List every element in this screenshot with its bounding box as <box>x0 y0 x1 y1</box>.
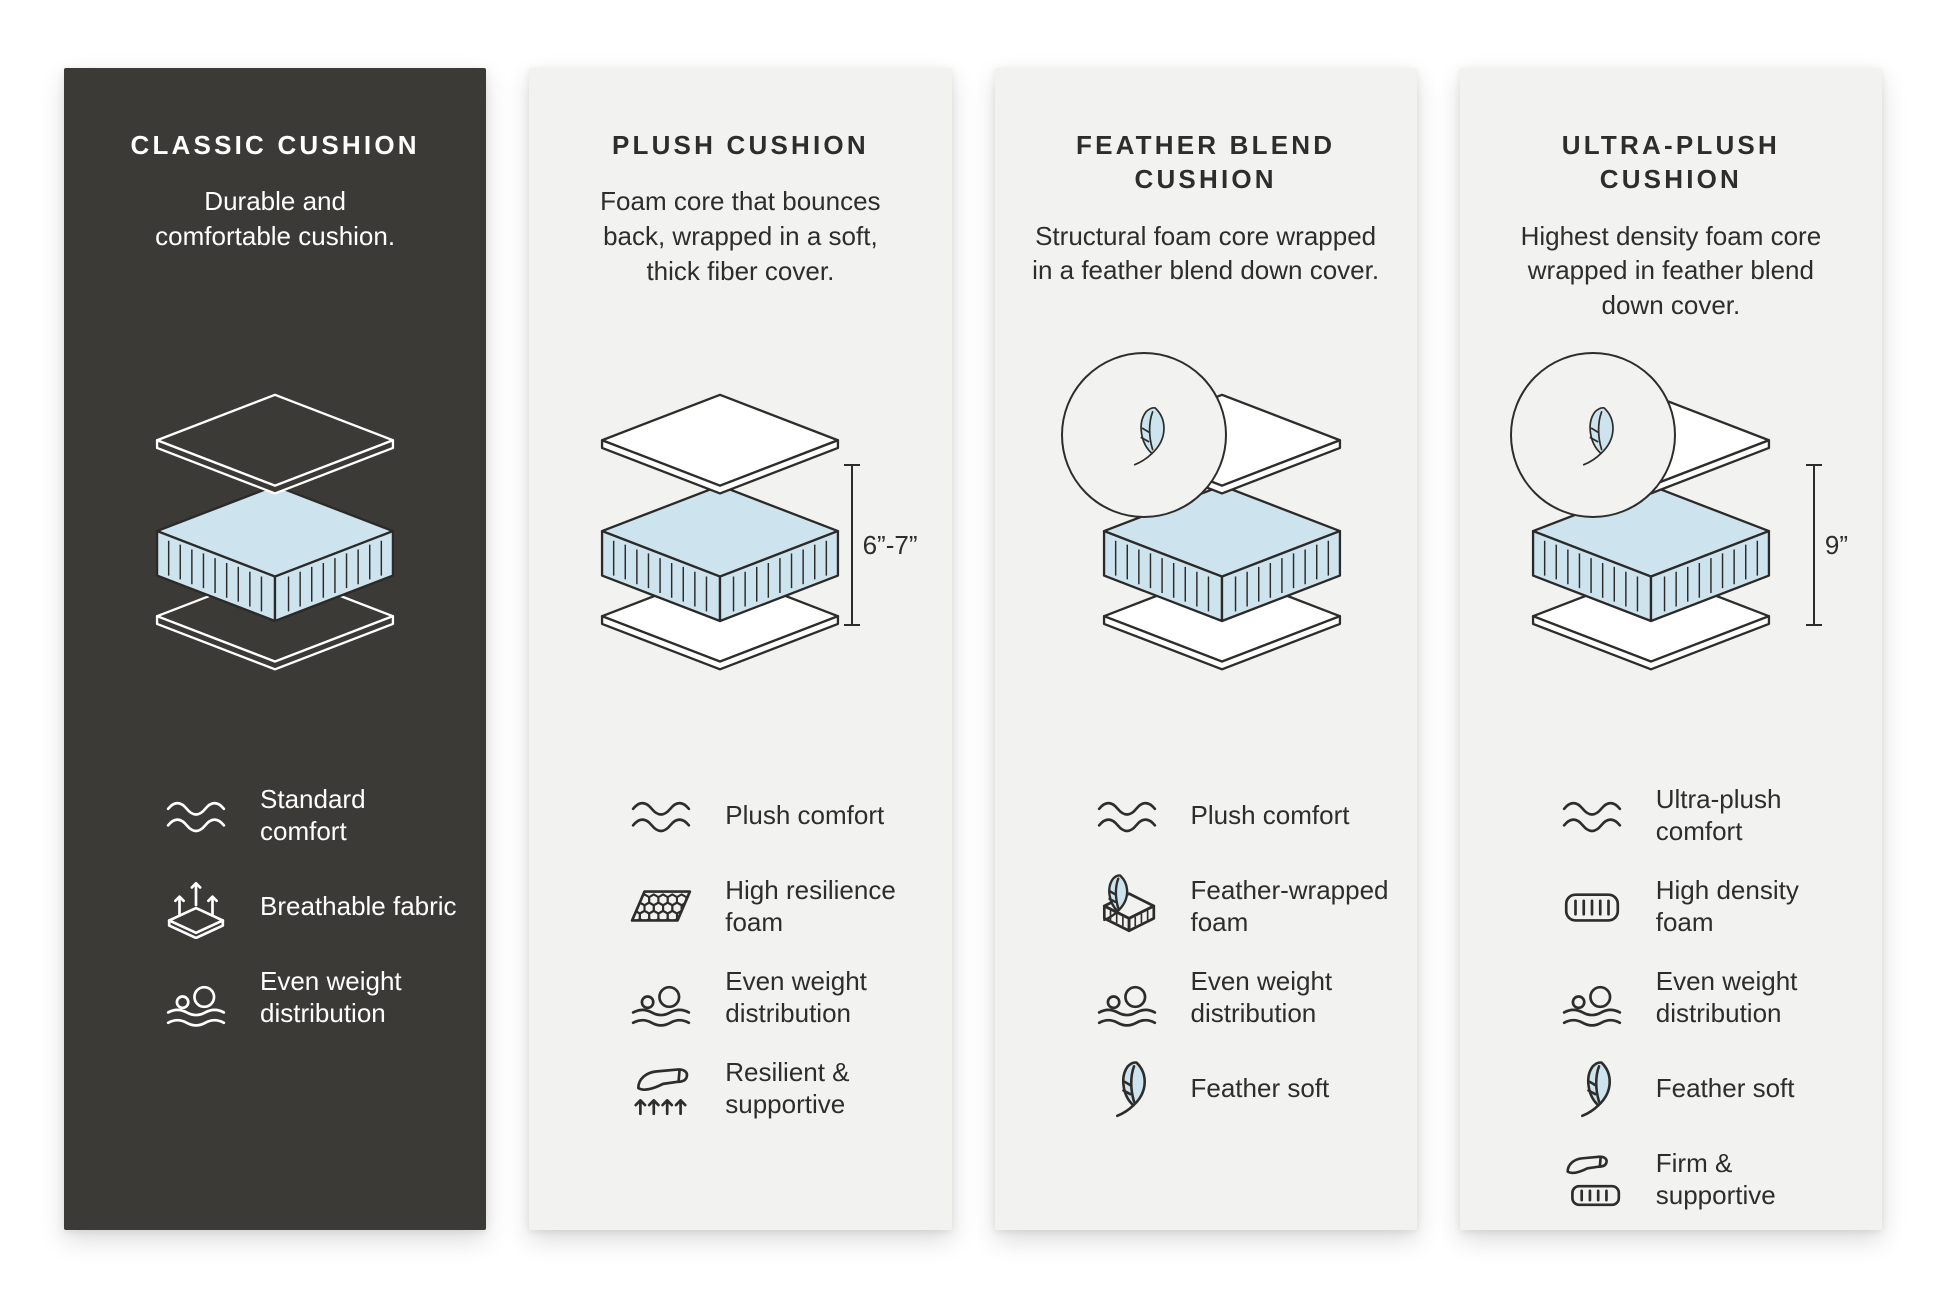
even-weight-icon <box>627 964 695 1030</box>
feature-label: Ultra-plush comfort <box>1655 783 1782 847</box>
feature-label: Standard comfort <box>260 783 366 847</box>
feather-icon <box>1133 406 1165 466</box>
dimension-indicator: 6”-7” <box>843 464 918 626</box>
even-weight-icon <box>162 964 230 1030</box>
panel-title: CLASSIC CUSHION <box>130 130 420 160</box>
feature-row: Plush comfort <box>1093 782 1389 848</box>
breathable-fabric-icon <box>162 873 230 939</box>
dimension-line <box>843 464 860 626</box>
feature-row: Even weight distribution <box>162 964 458 1030</box>
feather-icon <box>1582 406 1614 466</box>
cushion-diagram: 9” <box>1488 348 1854 720</box>
hand-press-icon <box>627 1055 695 1121</box>
panel-title: PLUSH CUSHION <box>611 130 869 160</box>
panel-header: FEATHER BLEND CUSHION Structural foam co… <box>1023 128 1389 340</box>
feature-row: Standard comfort <box>162 782 458 848</box>
cushion-diagram: 6”-7” <box>557 348 923 720</box>
panel-header: ULTRA-PLUSH CUSHION Highest density foam… <box>1488 128 1854 340</box>
panel-classic-cushion: CLASSIC CUSHION Durable and comfortable … <box>64 68 487 1230</box>
waves-icon <box>627 782 695 848</box>
feature-label: Resilient & supportive <box>725 1056 850 1120</box>
waves-icon <box>162 782 230 848</box>
feather-icon <box>1093 1055 1161 1121</box>
panel-description: Structural foam core wrapped in a feathe… <box>1032 220 1380 286</box>
feature-label: High density foam <box>1655 874 1799 938</box>
feature-row: Even weight distribution <box>1093 964 1389 1030</box>
density-foam-icon <box>1558 873 1626 939</box>
cushion-diagram <box>1023 348 1389 720</box>
panel-title: ULTRA-PLUSH CUSHION <box>1561 130 1780 195</box>
panel-description: Durable and comfortable cushion. <box>155 186 396 252</box>
dimension-line <box>1805 464 1822 626</box>
feature-list: Plush comfort High resilience foam Even … <box>557 782 923 1121</box>
feature-row: Plush comfort <box>627 782 923 848</box>
hand-press-icon <box>1558 1146 1626 1212</box>
cushion-layers-illustration <box>565 389 875 679</box>
cushion-layers-illustration <box>120 389 430 679</box>
feature-label: Plush comfort <box>1190 799 1350 830</box>
feature-list: Plush comfort Feather-wrapped foam Even … <box>1023 782 1389 1121</box>
feather-badge <box>1509 352 1676 518</box>
feature-row: Even weight distribution <box>627 964 923 1030</box>
feature-label: Even weight distribution <box>1655 965 1798 1029</box>
feature-label: Plush comfort <box>725 799 885 830</box>
even-weight-icon <box>1558 964 1626 1030</box>
feature-list: Ultra-plush comfort High density foam Ev… <box>1488 782 1854 1212</box>
feature-row: Feather-wrapped foam <box>1093 873 1389 939</box>
feature-row: Breathable fabric <box>162 873 458 939</box>
feature-label: Even weight distribution <box>1190 965 1333 1029</box>
feather-foam-icon <box>1093 873 1161 939</box>
feature-row: Firm & supportive <box>1558 1146 1854 1212</box>
feature-row: Ultra-plush comfort <box>1558 782 1854 848</box>
feature-label: Firm & supportive <box>1655 1147 1776 1211</box>
honeycomb-foam-icon <box>627 873 695 939</box>
feature-label: Even weight distribution <box>260 965 402 1029</box>
waves-icon <box>1093 782 1161 848</box>
feature-row: Resilient & supportive <box>627 1055 923 1121</box>
panel-description: Foam core that bounces back, wrapped in … <box>600 186 881 286</box>
feature-row: Even weight distribution <box>1558 964 1854 1030</box>
dimension-label: 9” <box>1824 529 1848 560</box>
feature-row: Feather soft <box>1093 1055 1389 1121</box>
feature-label: Even weight distribution <box>725 965 867 1029</box>
even-weight-icon <box>1093 964 1161 1030</box>
cushion-diagram <box>92 348 458 720</box>
panel-header: PLUSH CUSHION Foam core that bounces bac… <box>557 128 923 340</box>
feature-label: Feather-wrapped foam <box>1190 874 1389 938</box>
feature-row: Feather soft <box>1558 1055 1854 1121</box>
dimension-indicator: 9” <box>1805 464 1848 626</box>
feature-label: Breathable fabric <box>260 890 457 921</box>
waves-icon <box>1558 782 1626 848</box>
feather-icon <box>1558 1055 1626 1121</box>
panel-feather-blend-cushion: FEATHER BLEND CUSHION Structural foam co… <box>994 68 1417 1230</box>
feature-row: High density foam <box>1558 873 1854 939</box>
dimension-label: 6”-7” <box>862 529 918 560</box>
panel-plush-cushion: PLUSH CUSHION Foam core that bounces bac… <box>529 68 952 1230</box>
feather-badge <box>1060 352 1227 518</box>
panel-title: FEATHER BLEND CUSHION <box>1076 130 1336 195</box>
feature-label: Feather soft <box>1655 1072 1795 1103</box>
panel-header: CLASSIC CUSHION Durable and comfortable … <box>92 128 458 340</box>
feature-label: Feather soft <box>1190 1072 1330 1103</box>
panel-description: Highest density foam core wrapped in fea… <box>1520 220 1822 321</box>
feature-row: High resilience foam <box>627 873 923 939</box>
panel-ultra-plush-cushion: ULTRA-PLUSH CUSHION Highest density foam… <box>1459 68 1882 1230</box>
feature-list: Standard comfort Breathable fabric Even … <box>92 782 458 1030</box>
feature-label: High resilience foam <box>725 874 896 938</box>
